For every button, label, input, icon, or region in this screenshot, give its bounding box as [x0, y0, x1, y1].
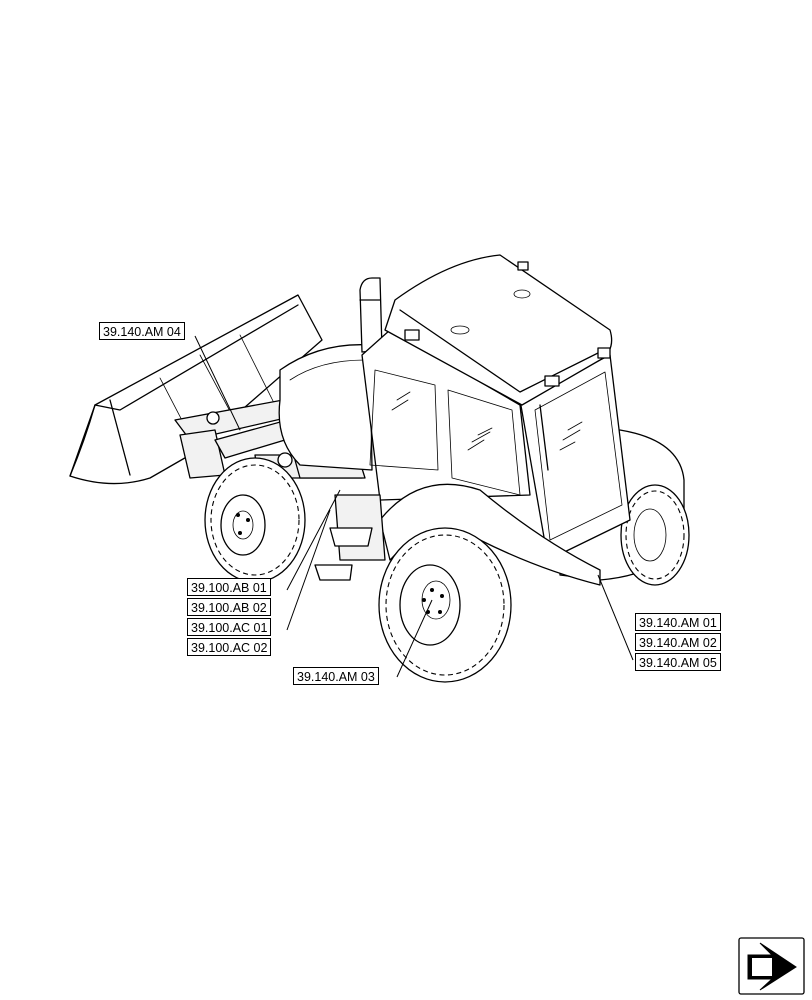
callout-39-100-ab-01[interactable]: 39.100.AB 01	[187, 578, 272, 596]
cab-steps	[314, 494, 386, 581]
callout-39-140-am-05[interactable]: 39.140.AM 05	[635, 653, 721, 671]
callout-39-140-am-04[interactable]: 39.140.AM 04	[99, 322, 185, 340]
engine-hood	[278, 277, 383, 471]
next-page-arrow-icon[interactable]	[738, 937, 805, 995]
operator-cab	[361, 254, 631, 561]
callout-39-140-am-02[interactable]: 39.140.AM 02	[635, 633, 721, 651]
leader-lines	[194, 335, 634, 678]
front-left-wheel	[204, 457, 306, 583]
callout-39-140-am-01[interactable]: 39.140.AM 01	[635, 613, 721, 631]
callout-39-100-ac-01[interactable]: 39.100.AC 01	[187, 618, 272, 636]
callout-39-100-ab-02[interactable]: 39.100.AB 02	[187, 598, 272, 616]
rear-left-wheel	[378, 527, 512, 683]
callout-group-rear-body: 39.140.AM 01 39.140.AM 02 39.140.AM 05	[635, 613, 721, 673]
callout-39-100-ac-02[interactable]: 39.100.AC 02	[187, 638, 272, 656]
callout-39-140-am-03[interactable]: 39.140.AM 03	[293, 667, 379, 685]
callout-group-loader-arms: 39.100.AB 01 39.100.AB 02 39.100.AC 01 3…	[187, 578, 272, 658]
rear-right-wheel	[620, 484, 690, 586]
loader-bucket	[69, 294, 323, 485]
